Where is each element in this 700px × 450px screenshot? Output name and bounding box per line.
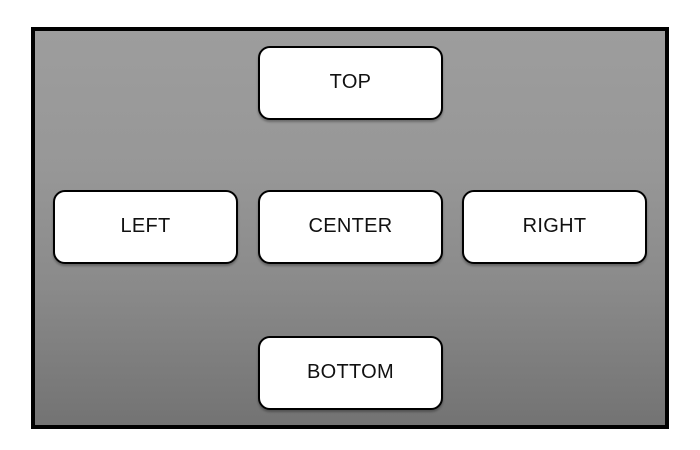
center-button[interactable]: CENTER <box>258 190 443 264</box>
right-button[interactable]: RIGHT <box>462 190 647 264</box>
left-button[interactable]: LEFT <box>53 190 238 264</box>
right-button-label: RIGHT <box>522 215 587 237</box>
bottom-button-label: BOTTOM <box>307 361 394 383</box>
top-button-label: TOP <box>329 71 372 93</box>
bottom-button[interactable]: BOTTOM <box>258 336 443 410</box>
top-button[interactable]: TOP <box>258 46 443 120</box>
center-button-label: CENTER <box>308 215 393 237</box>
button-layout-panel: TOP LEFT CENTER RIGHT BOTTOM <box>31 27 669 429</box>
left-button-label: LEFT <box>120 215 171 237</box>
